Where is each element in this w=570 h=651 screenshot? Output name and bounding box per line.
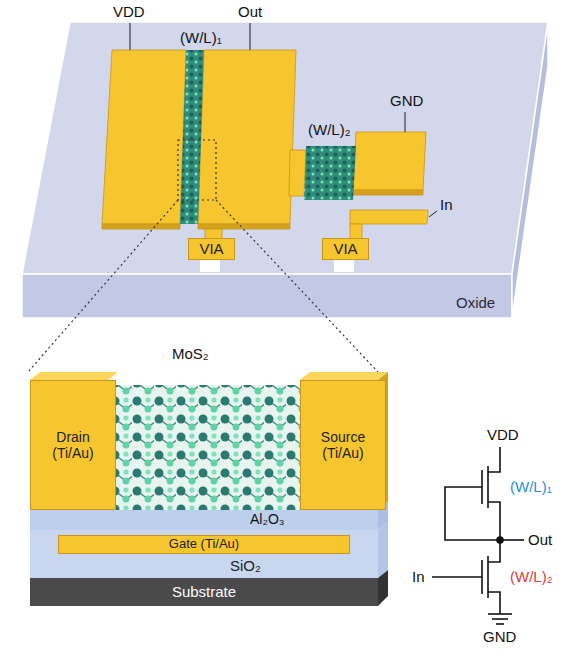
gold-electrode: [198, 50, 296, 224]
device-cross-section: [300, 372, 388, 380]
leader-line: [405, 112, 406, 132]
inverter-schematic: [488, 592, 500, 614]
inverter-schematic: [432, 447, 524, 624]
zoom-indicator: [216, 200, 378, 372]
device-cross-section: [378, 570, 388, 606]
material-label: Al₂O₃: [250, 511, 284, 527]
mos2-channel: [180, 50, 204, 224]
via-hole: [200, 259, 220, 272]
node-text: Oxide: [456, 294, 495, 311]
sio2-layer: SiO₂ Gate (Ti/Au): [30, 530, 378, 578]
ground-label: GND: [390, 92, 423, 109]
inverter-schematic: [488, 502, 500, 540]
supply-label: VDD: [113, 3, 145, 20]
substrate-layer: Substrate: [30, 578, 378, 606]
ratio-label: (W/L)₁: [180, 29, 222, 46]
gold-electrode: [289, 150, 306, 196]
node-text: Drain (Ti/Au): [31, 429, 115, 461]
device-cross-section: [30, 510, 378, 530]
drain-electrode: Drain (Ti/Au): [30, 380, 116, 510]
device-cross-section: [30, 372, 118, 380]
zoom-indicator: [178, 140, 216, 200]
inverter-schematic: [445, 487, 500, 540]
gold-electrode: [198, 224, 290, 229]
inverter-schematic: [492, 618, 508, 620]
leader-line: [130, 23, 437, 217]
gold-electrode: [102, 50, 186, 224]
inverter-schematic: [488, 447, 500, 472]
node-text: VIA: [330, 240, 360, 257]
gold-electrode: [102, 50, 428, 240]
gold-electrode: [350, 210, 428, 224]
inverter-schematic: [488, 613, 512, 615]
oxide-slab: [22, 274, 512, 318]
gold-electrode: [102, 224, 180, 229]
leader-line: [250, 23, 251, 50]
node-text: Source (Ti/Au): [301, 429, 385, 461]
device-cross-section: [108, 385, 300, 510]
source-electrode: Source (Ti/Au): [300, 380, 386, 510]
output-label: Out: [238, 3, 262, 20]
inverter-schematic: [496, 623, 504, 625]
zoom-indicator: [28, 140, 378, 372]
inverter-schematic: [497, 537, 503, 543]
device-cross-section: [30, 372, 388, 606]
gold-electrode: [353, 132, 426, 190]
node-text: VIA: [196, 240, 226, 257]
input-label: In: [440, 196, 453, 213]
ratio-label: (W/L)₂: [510, 568, 552, 585]
oxide-slab: [22, 22, 548, 274]
ratio-label: (W/L)₁: [510, 478, 552, 495]
node-text: Gate (Ti/Au): [166, 537, 242, 552]
node-text: SiO₂: [230, 557, 261, 574]
gold-electrode: [353, 190, 423, 195]
inverter-schematic: [432, 576, 482, 578]
output-label: Out: [528, 531, 552, 548]
leader-line: [429, 211, 437, 217]
ground-label: GND: [483, 628, 516, 645]
via-pad: VIA: [322, 238, 369, 260]
node-text: Substrate: [169, 583, 239, 600]
supply-label: VDD: [487, 426, 519, 443]
leader-line: [130, 23, 131, 50]
input-label: In: [412, 568, 425, 585]
material-label: MoS₂: [172, 345, 209, 362]
via-hole: [334, 259, 354, 272]
via-pad: VIA: [188, 238, 235, 260]
mos2-channel: [180, 50, 356, 224]
gate-electrode: Gate (Ti/Au): [58, 535, 350, 554]
ratio-label: (W/L)₂: [308, 121, 350, 138]
oxide-block: Oxide VIA VIA: [20, 20, 550, 320]
device-cross-section: [378, 522, 388, 578]
mos2-channel: [304, 146, 356, 200]
oxide-slab: [512, 22, 548, 318]
via-hole: [200, 259, 354, 272]
zoom-indicator: [28, 200, 178, 372]
